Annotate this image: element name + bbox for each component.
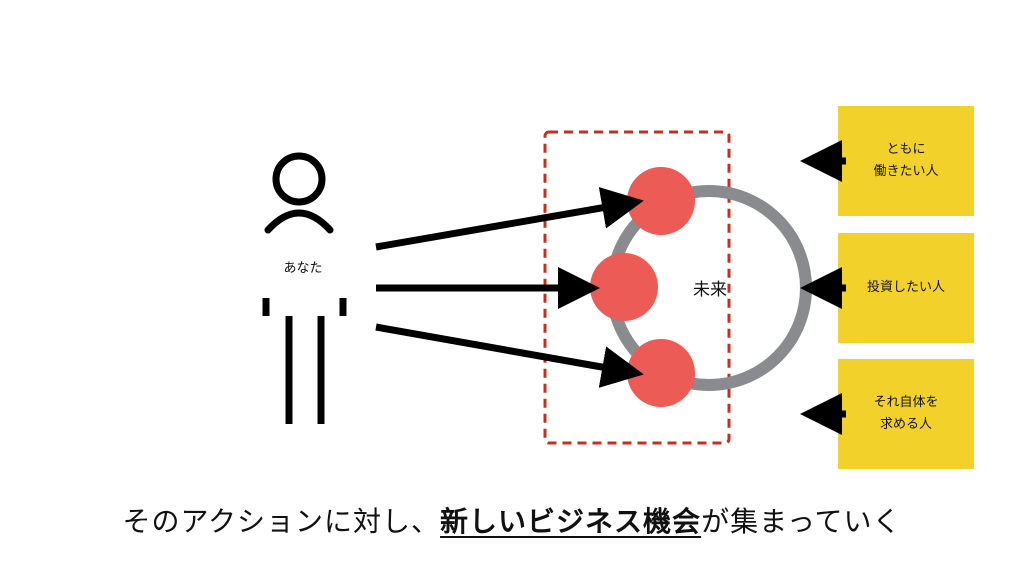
note-2-line-1: 投資したい人 xyxy=(866,280,945,295)
caption-emphasis: 新しいビジネス機会 xyxy=(440,505,702,538)
note-2: 投資したい人 xyxy=(838,233,974,343)
note-1-line-2: 働きたい人 xyxy=(873,164,939,179)
person-figure: あなた xyxy=(262,152,347,424)
node-top xyxy=(627,167,695,235)
note-3-line-1: それ自体を xyxy=(873,395,939,410)
node-middle xyxy=(590,253,658,321)
person-label: あなた xyxy=(283,261,322,276)
person-shoulders-icon xyxy=(264,209,334,234)
note-3-line-2: 求める人 xyxy=(879,417,932,432)
note-3: それ自体を 求める人 xyxy=(838,359,974,469)
arrow-to-top-node xyxy=(375,187,644,251)
caption-before: そのアクションに対し、 xyxy=(122,505,441,538)
arrow-to-bottom-node xyxy=(375,323,644,388)
note-box-1 xyxy=(838,106,974,216)
note-1-line-1: ともに xyxy=(886,142,926,157)
person-head-icon xyxy=(272,152,326,206)
future-label: 未来 xyxy=(693,280,727,300)
node-bottom xyxy=(627,339,695,407)
note-box-3 xyxy=(838,359,974,469)
caption-after: が集まっていく xyxy=(701,505,902,538)
note-box-2 xyxy=(838,233,974,343)
dashed-highlight-box xyxy=(543,130,731,445)
note-1: ともに 働きたい人 xyxy=(838,106,974,216)
caption: そのアクションに対し、新しいビジネス機会が集まっていく xyxy=(0,500,1024,540)
